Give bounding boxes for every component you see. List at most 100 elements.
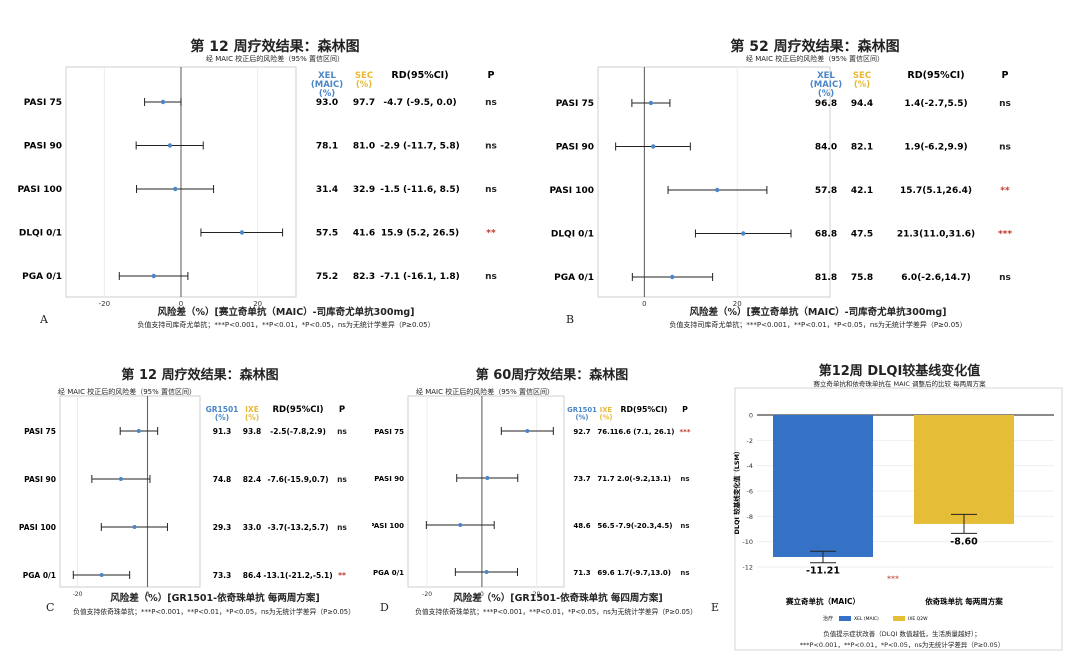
value-p: ns	[999, 99, 1011, 109]
panel-label: E	[711, 601, 720, 614]
value-p: **	[486, 229, 496, 239]
significance-marker: ***	[887, 574, 899, 583]
y-tick-label: -8	[747, 513, 753, 521]
panel-e: 第12周 DLQI较基线变化值 赛立奇单抗和依奇珠单抗在 MAIC 调整后的比较…	[711, 350, 1080, 663]
point-estimate	[651, 144, 656, 149]
panel-b: 第 52 周疗效结果：森林图 经 MAIC 校正后的风险差（95% 置信区间） …	[540, 0, 1080, 340]
value-rd: -1.5 (-11.6, 8.5)	[380, 185, 459, 195]
row-label: PASI 90	[24, 142, 62, 152]
x-tick-label: 赛立奇单抗（MAIC）	[785, 596, 860, 606]
col-header-rd: RD(95%CI)	[272, 405, 323, 415]
point-estimate	[648, 100, 654, 106]
footnote: 负值支持司库奇尤单抗；***P<0.001，**P<0.01，*P<0.05，n…	[669, 321, 967, 329]
value-p: ns	[337, 523, 347, 532]
legend-label-1: XEL (MAIC)	[854, 616, 879, 622]
value-rd: -4.7 (-9.5, 0.0)	[383, 98, 456, 108]
value-a: 75.2	[316, 272, 338, 282]
value-rd: -13.1(-21.2,-5.1)	[263, 571, 332, 580]
value-rd: 1.7(-9.7,13.0)	[617, 569, 671, 577]
value-p: **	[338, 571, 346, 580]
value-rd: -2.9 (-11.7, 5.8)	[380, 142, 459, 152]
value-b: 97.7	[353, 98, 375, 108]
panel-label: A	[40, 313, 48, 326]
value-a: 84.0	[815, 143, 837, 153]
point-estimate	[151, 273, 156, 279]
footnote-1: 负值提示症状改善（DLQI 数值越低，生活质量越好）；	[823, 630, 981, 638]
value-a: 31.4	[316, 185, 338, 195]
x-axis-label: 风险差（%）[赛立奇单抗（MAIC）-司库奇尤单抗300mg]	[157, 307, 415, 318]
footnote: 负值支持依奇珠单抗；***P<0.001，**P<0.01，*P<0.05，ns…	[415, 608, 697, 616]
value-a: 48.6	[573, 522, 590, 530]
x-axis-label: 风险差（%）[赛立奇单抗（MAIC）-司库奇尤单抗300mg]	[689, 307, 947, 318]
x-tick-label: 0	[146, 591, 150, 598]
value-p: ***	[680, 428, 691, 436]
value-rd: -7.1 (-16.1, 1.8)	[380, 272, 459, 282]
value-p: ns	[485, 98, 497, 108]
col-header-a: XEL(MAIC)(%)	[311, 71, 343, 99]
col-header-a: GR1501(%)	[567, 406, 597, 421]
chart-title: 第 12 周疗效结果：森林图	[121, 368, 279, 383]
value-b: 32.9	[353, 185, 375, 195]
value-rd: 1.9(-6.2,9.9)	[904, 143, 967, 153]
value-a: 78.1	[316, 142, 338, 152]
value-a: 57.5	[316, 229, 338, 239]
chart-subtitle: 赛立奇单抗和依奇珠单抗在 MAIC 调整后的比较 每两周方案	[813, 380, 986, 388]
chart-title: 第 12 周疗效结果：森林图	[190, 39, 360, 55]
value-p: ns	[485, 142, 497, 152]
value-b: 81.0	[353, 142, 375, 152]
plot-frame	[59, 395, 201, 588]
chart-title: 第 52 周疗效结果：森林图	[730, 39, 900, 55]
y-tick-label: -2	[747, 437, 753, 445]
value-b: 82.3	[353, 272, 375, 282]
value-b: 86.4	[243, 571, 262, 580]
col-header-rd: RD(95%CI)	[907, 70, 964, 81]
row-label: PASI 100	[372, 522, 404, 530]
value-rd: 15.9 (5.2, 26.5)	[381, 229, 459, 239]
value-b: 82.4	[243, 475, 262, 484]
x-axis-label: 风险差（%）[GR1501-依奇珠单抗 每两周方案]	[110, 593, 320, 604]
row-label: PASI 100	[18, 185, 63, 195]
value-p: ns	[680, 569, 689, 577]
col-header-b: IXE(%)	[245, 405, 259, 422]
plot-frame	[597, 66, 831, 298]
value-rd: -2.5(-7.8,2.9)	[270, 427, 326, 436]
value-b: 69.6	[597, 569, 614, 577]
value-rd: -7.6(-15.9,0.7)	[267, 475, 328, 484]
x-tick-label: -20	[73, 591, 83, 598]
y-tick-label: -6	[747, 488, 753, 496]
value-rd: 6.0(-2.6,14.7)	[901, 273, 970, 283]
point-estimate	[173, 186, 178, 192]
value-a: 71.3	[573, 569, 590, 577]
legend-swatch-2	[893, 616, 905, 621]
row-label: PASI 90	[374, 475, 404, 483]
value-a: 57.8	[815, 186, 837, 196]
data-label: -11.21	[806, 566, 840, 577]
panel-label: D	[380, 601, 389, 614]
x-tick-label: 20	[533, 591, 541, 598]
point-estimate	[132, 525, 137, 529]
bar	[773, 415, 873, 557]
value-a: 92.7	[573, 428, 590, 436]
chart-title: 第 60周疗效结果：森林图	[475, 368, 629, 383]
value-a: 93.0	[316, 98, 338, 108]
y-tick-label: 0	[749, 412, 753, 420]
col-header-b: SEC(%)	[355, 71, 373, 90]
point-estimate	[458, 523, 463, 527]
panel-a: 第 12 周疗效结果：森林图 经 MAIC 校正后的风险差（95% 置信区间） …	[0, 0, 540, 340]
x-tick-label: -20	[99, 300, 110, 308]
value-p: ns	[485, 272, 497, 282]
point-estimate	[484, 570, 489, 574]
point-estimate	[136, 429, 141, 433]
row-label: PASI 90	[24, 475, 56, 484]
row-label: DLQI 0/1	[551, 230, 594, 240]
row-label: PGA 0/1	[373, 569, 404, 577]
value-b: 42.1	[851, 186, 873, 196]
value-b: 71.7	[597, 475, 614, 483]
chart-subtitle: 经 MAIC 校正后的风险差（95% 置信区间）	[745, 55, 884, 63]
y-tick-label: -4	[747, 462, 753, 470]
value-a: 73.3	[213, 571, 232, 580]
value-b: 76.1	[597, 428, 614, 436]
x-axis-label: 风险差（%）[GR1501-依奇珠单抗 每四周方案]	[453, 593, 663, 604]
x-tick-label: 20	[253, 300, 262, 308]
